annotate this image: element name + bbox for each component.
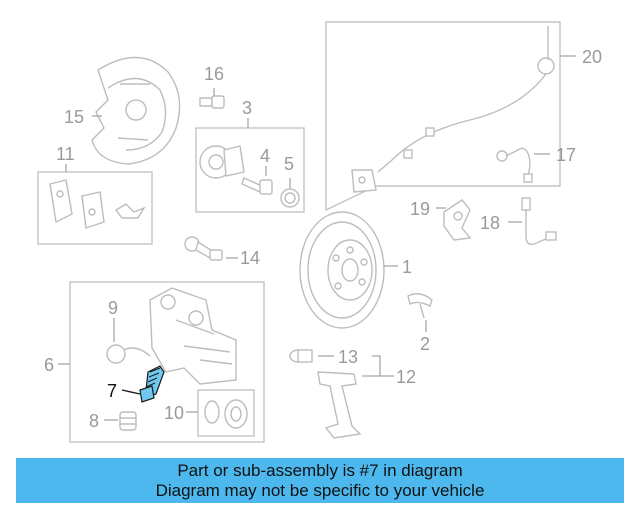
callout-17: 17 <box>556 145 576 165</box>
screw-part[interactable] <box>407 293 433 319</box>
seal-group-box <box>197 389 255 437</box>
callout-4: 4 <box>260 146 270 166</box>
sensor-18-part[interactable] <box>521 197 557 246</box>
hub-group-box <box>195 127 305 213</box>
callout-9: 9 <box>108 298 118 318</box>
callout-6: 6 <box>44 355 54 375</box>
caliper-part[interactable] <box>149 287 237 385</box>
hub-bolt-part[interactable] <box>241 177 273 195</box>
banner-line-1: Part or sub-assembly is #7 in diagram <box>177 460 463 480</box>
callout-16: 16 <box>204 64 224 84</box>
callout-11: 11 <box>56 144 75 164</box>
info-banner: Part or sub-assembly is #7 in diagram Di… <box>16 458 624 503</box>
abs-sensor-part[interactable] <box>443 199 472 241</box>
piston-seal-part[interactable] <box>204 399 248 429</box>
caliper-bracket-part[interactable] <box>317 371 362 439</box>
callout-14: 14 <box>240 248 260 268</box>
callout-19: 19 <box>410 199 430 219</box>
callout-7: 7 <box>107 381 117 401</box>
callout-3: 3 <box>242 98 252 118</box>
brake-disc-part[interactable] <box>299 211 385 329</box>
callout-8: 8 <box>89 411 99 431</box>
guide-sleeve-part[interactable] <box>289 349 313 363</box>
wheel-hub-part[interactable] <box>199 145 245 179</box>
bleed-screw-part-7[interactable] <box>139 365 165 403</box>
callout-2: 2 <box>420 334 430 354</box>
cap-part[interactable] <box>280 188 300 208</box>
sensor-17-part[interactable] <box>496 147 533 183</box>
caliper-group-box <box>69 281 265 443</box>
callout-10: 10 <box>164 403 184 423</box>
sensor-group-box <box>325 21 561 212</box>
callout-20: 20 <box>582 47 602 67</box>
callout-5: 5 <box>284 154 294 174</box>
bolt-16-part[interactable] <box>199 95 225 109</box>
callout-12: 12 <box>396 367 416 387</box>
brake-pads-part[interactable] <box>49 179 146 229</box>
callout-1: 1 <box>402 257 412 277</box>
callout-13: 13 <box>338 347 358 367</box>
backing-plate-part[interactable] <box>91 56 181 165</box>
wear-sensor-cable-part[interactable] <box>351 26 555 193</box>
callout-18: 18 <box>480 213 500 233</box>
callout-15: 15 <box>64 107 84 127</box>
bolt-14-part[interactable] <box>184 236 223 261</box>
spring-part[interactable] <box>106 344 151 364</box>
dust-cap-part[interactable] <box>119 411 137 431</box>
banner-line-2: Diagram may not be specific to your vehi… <box>155 480 485 500</box>
brake-pad-group-box <box>37 171 153 245</box>
